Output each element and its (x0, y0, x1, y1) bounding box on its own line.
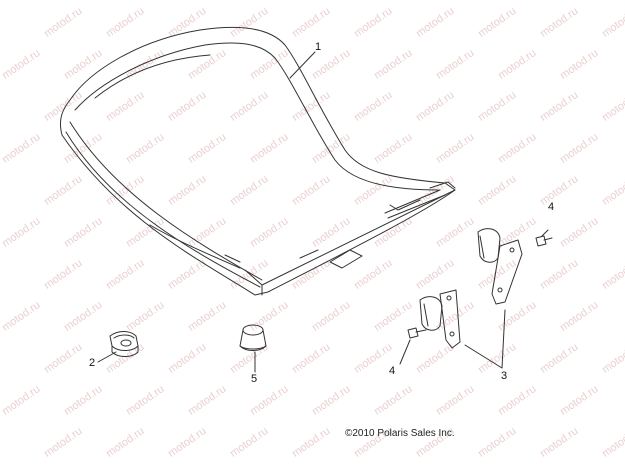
seat-part (59, 26, 456, 296)
screw-part-4-lower (399, 327, 427, 365)
callout-5: 5 (251, 373, 258, 385)
bumper-part-5 (239, 324, 267, 373)
callout-3: 3 (501, 370, 508, 382)
callout-1: 1 (315, 41, 322, 53)
clip-part-2 (97, 331, 139, 363)
callout-4-upper: 4 (548, 201, 555, 213)
latch-part-3-left (419, 289, 461, 349)
copyright-text: ©2010 Polaris Sales Inc. (345, 428, 455, 439)
leader-3 (464, 309, 506, 369)
callout-4-lower: 4 (389, 365, 396, 377)
callout-2: 2 (89, 357, 96, 369)
latch-part-3-right (477, 228, 523, 305)
screw-part-4-upper (535, 229, 553, 247)
